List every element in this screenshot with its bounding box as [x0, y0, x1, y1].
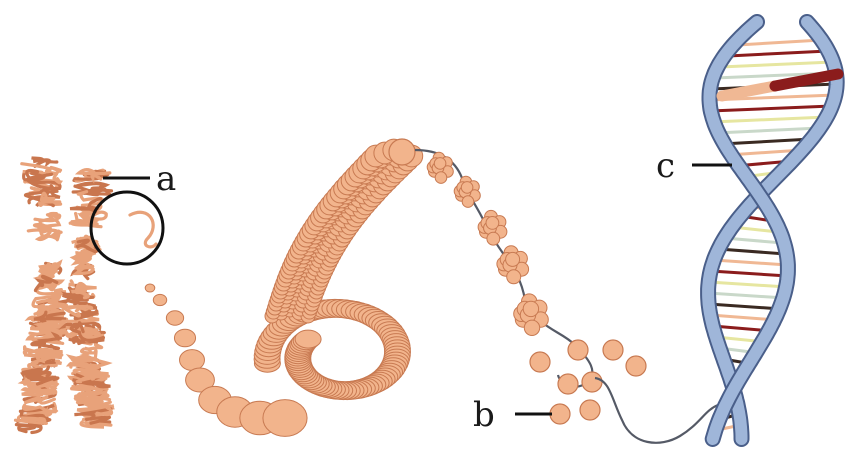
chromatin-strand [22, 389, 56, 395]
base-pair [720, 62, 833, 67]
dna-double-helix [708, 22, 838, 439]
fiber-segment [174, 329, 195, 347]
base-pair [709, 282, 787, 287]
fiber-bead [389, 139, 415, 165]
nucleosome [454, 176, 480, 207]
loose-nucleosome-bead [530, 352, 550, 372]
histone-bead [486, 217, 499, 230]
nucleosome [427, 152, 453, 183]
base-pair [709, 304, 782, 309]
loose-nucleosome-bead [603, 340, 623, 360]
nucleosome-chain [415, 150, 718, 443]
chromatin-loop [130, 212, 156, 247]
label-a: a [156, 159, 176, 199]
base-pair [712, 117, 826, 122]
loose-nucleosome-bead [550, 404, 570, 424]
base-pair [719, 249, 786, 254]
loose-nucleosome-bead [558, 374, 578, 394]
histone-bead [461, 182, 473, 194]
chromosome [16, 158, 157, 433]
label-c: c [656, 146, 675, 186]
fiber-segment [153, 294, 166, 305]
fiber-segment [263, 400, 307, 437]
linker-dna [595, 378, 718, 443]
base-pair [711, 271, 788, 276]
chromatin-strand [16, 425, 41, 433]
histone-bead [435, 172, 447, 184]
loose-nucleosome-bead [626, 356, 646, 376]
histone-bead [506, 252, 520, 266]
histone-bead [507, 270, 521, 284]
histone-bead [487, 232, 500, 245]
loose-nucleosome-bead [582, 372, 602, 392]
base-pair [714, 260, 788, 265]
base-pair [738, 40, 822, 45]
histone-bead [462, 196, 474, 208]
chromatid-right [63, 170, 114, 428]
histone-bead [524, 320, 539, 335]
histone-bead [523, 301, 538, 316]
fiber-segment [145, 284, 155, 292]
chromatin-solenoid-fiber [145, 139, 423, 436]
nucleosome [514, 294, 549, 336]
nucleosome [478, 210, 507, 245]
base-pair [728, 51, 828, 56]
base-pair [710, 106, 832, 111]
fiber-segment [295, 330, 321, 348]
loose-nucleosome-bead [568, 340, 588, 360]
histone-bead [434, 158, 446, 170]
chromatid-left [16, 158, 68, 433]
label-b: b [473, 395, 495, 435]
loose-nucleosome-bead [580, 400, 600, 420]
fiber-segment [180, 350, 205, 371]
fiber-segment [166, 311, 183, 325]
base-pair [716, 128, 820, 133]
base-pair [708, 293, 785, 298]
